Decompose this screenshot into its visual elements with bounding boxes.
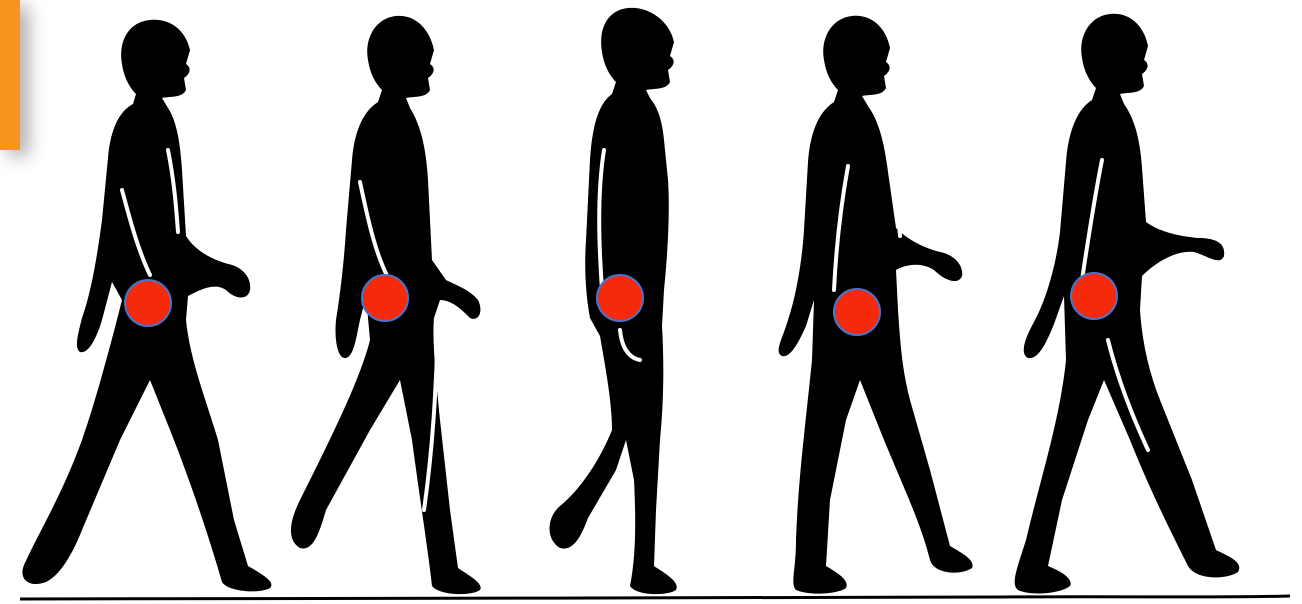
walking-figure-1 <box>22 20 271 592</box>
walking-figure-4 <box>779 16 973 594</box>
hip-joint-marker <box>362 275 408 321</box>
ground-line <box>20 596 1290 599</box>
hip-joint-marker <box>597 275 643 321</box>
walking-figure-3 <box>550 8 677 594</box>
hip-joint-marker <box>834 289 880 335</box>
figure-silhouette <box>1015 14 1240 594</box>
hip-joint-marker <box>125 280 171 326</box>
walking-figure-2 <box>291 16 481 594</box>
walking-figure-5 <box>1015 14 1240 594</box>
hip-joint-marker <box>1071 273 1117 319</box>
